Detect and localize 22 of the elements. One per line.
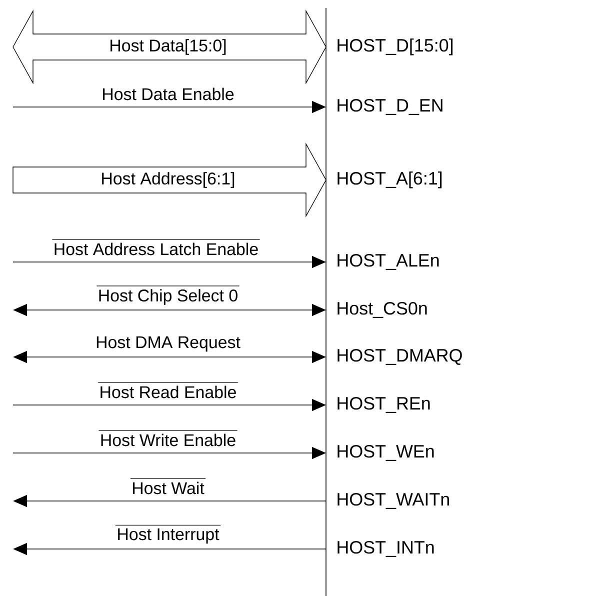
pin-name: HOST_REn <box>338 396 430 414</box>
pin-name: HOST_WEn <box>338 444 434 462</box>
pin-name: HOST_ALEn <box>338 254 439 270</box>
pin-name: Host_CS0n <box>338 302 427 318</box>
edge-label: Host Write Enable <box>98 430 238 446</box>
edge-label: Host Data Enable <box>103 88 234 100</box>
edge-label: Host Address Latch Enable <box>52 239 260 256</box>
edge-label: Host Data[15:0] <box>110 39 226 55</box>
bus-arrow <box>12 10 326 84</box>
edge-label: Host Read Enable <box>98 382 238 398</box>
pin-name: HOST_DMARQ <box>338 348 462 366</box>
pin-name: HOST_A[6:1] <box>338 172 442 188</box>
edge-label: Host Address[6:1] <box>102 172 234 188</box>
edge-label: Host Wait <box>130 478 206 494</box>
pin-name: HOST_D[15:0] <box>338 38 453 56</box>
edge-label: Host Interrupt <box>115 524 221 544</box>
pin-name: HOST_WAITn <box>338 492 449 510</box>
edge-label: Host Chip Select 0 <box>96 286 240 305</box>
pin-name: HOST_D_EN <box>338 98 442 116</box>
pin-name: HOST_INTn <box>338 540 434 558</box>
bus-arrow <box>12 142 326 218</box>
edge-label: Host DMA Request <box>96 336 240 352</box>
